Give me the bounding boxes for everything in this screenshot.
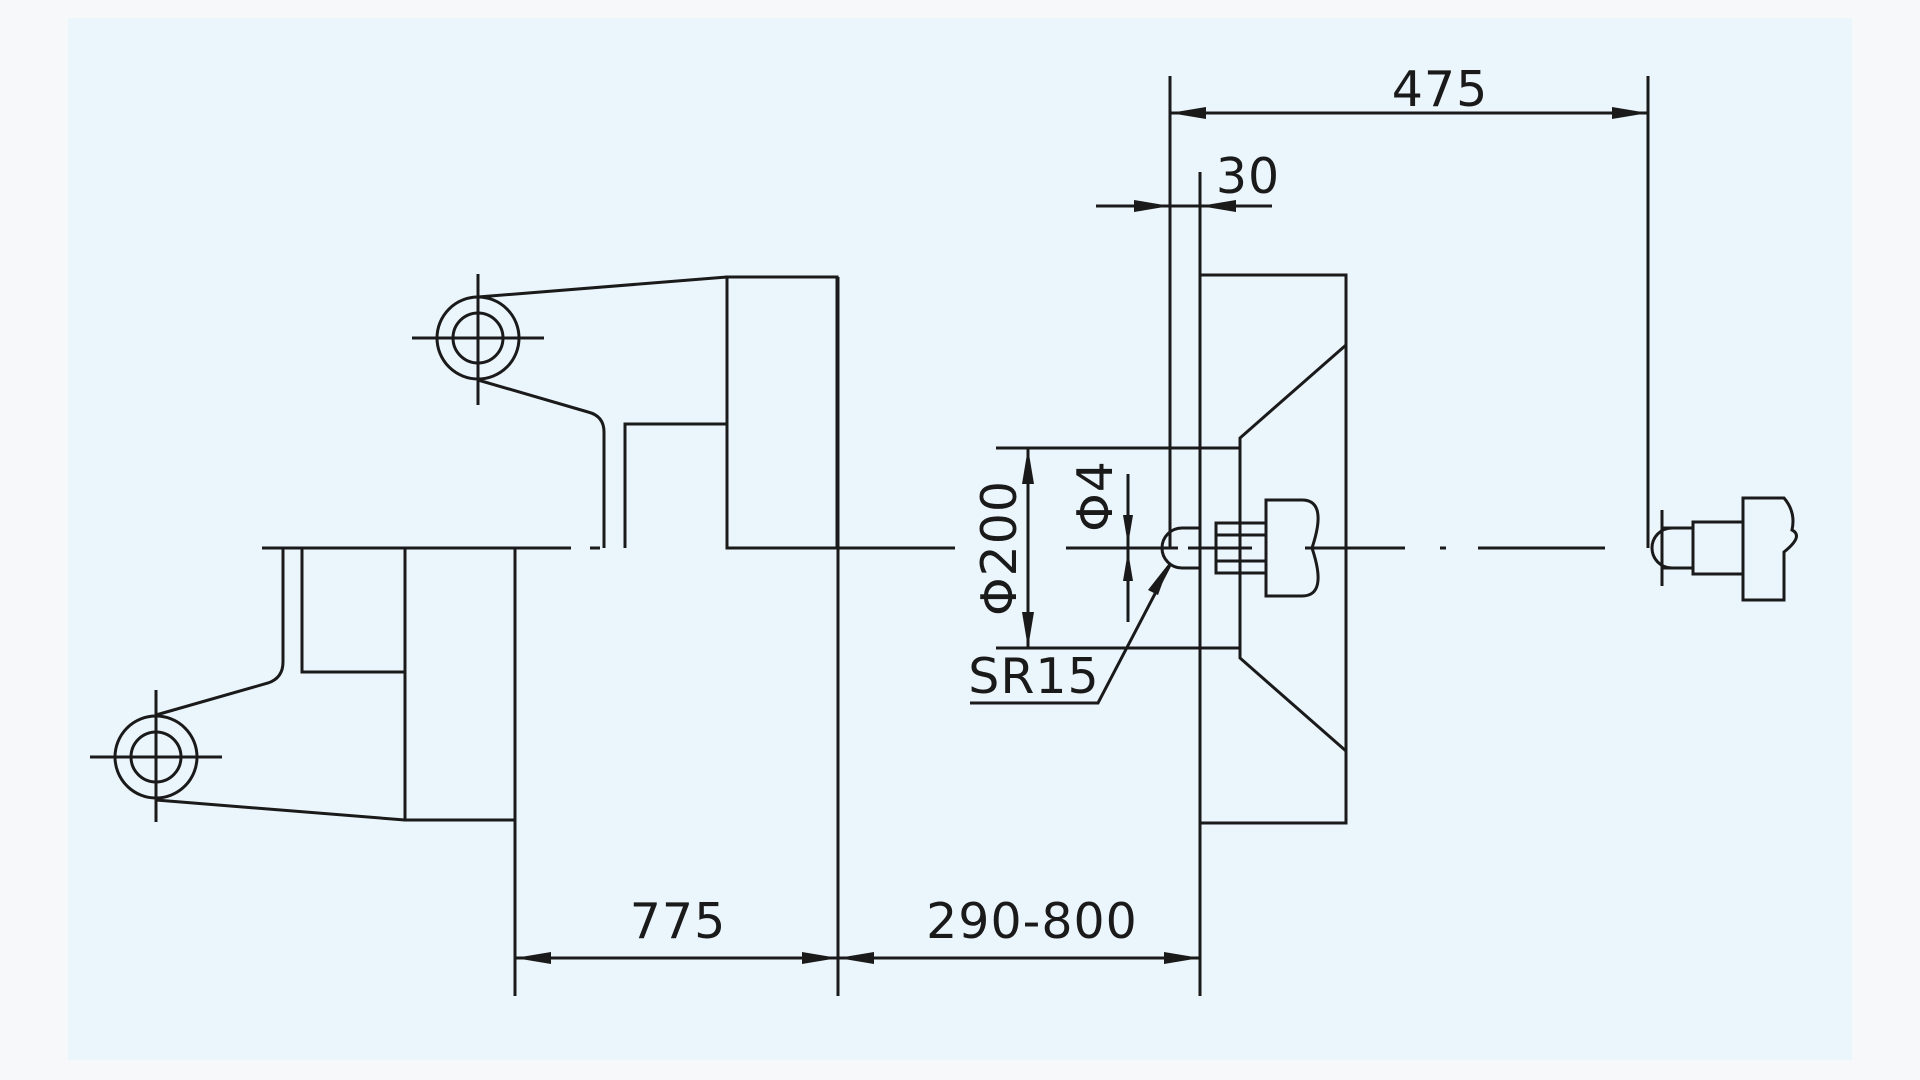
dim-label-phi4: Φ4: [1067, 460, 1124, 532]
dim-phi200: [1022, 448, 1034, 648]
leader-sr15: [970, 562, 1172, 705]
dim-phi4: [1094, 474, 1170, 622]
dim-label-30: 30: [1216, 148, 1280, 205]
dim-label-775: 775: [630, 893, 727, 950]
drawing-panel: [68, 18, 1852, 1060]
dim-label-sr15: SR15: [968, 648, 1100, 705]
injection-unit: [1650, 496, 1798, 602]
dim-775: [515, 952, 838, 964]
moving-platen: [513, 277, 955, 996]
dim-30: [1096, 172, 1272, 275]
upper-toggle-link: [412, 274, 839, 550]
dim-290-800: [838, 952, 1200, 964]
fixed-platen: [996, 273, 1348, 996]
dim-label-290-800: 290-800: [926, 893, 1138, 950]
drawing-lines: [90, 76, 1798, 996]
dim-label-phi200: Φ200: [971, 480, 1028, 616]
fixed-platen-body: [1198, 273, 1348, 825]
dim-475: [1168, 76, 1650, 548]
dim-label-475: 475: [1392, 61, 1489, 118]
